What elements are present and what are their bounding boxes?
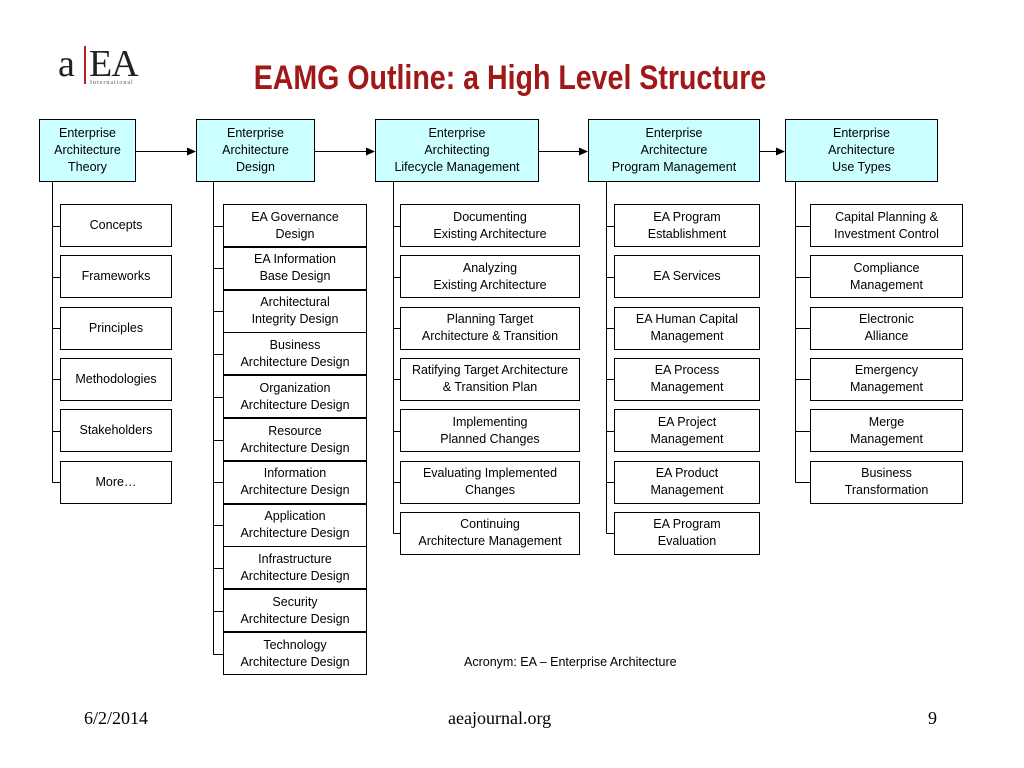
footer-site: aeajournal.org <box>448 708 552 728</box>
item-box: Ratifying Target Architecture & Transiti… <box>400 357 580 401</box>
footer-page-number: 9 <box>928 708 937 728</box>
acronym-note: Acronym: EA – Enterprise Architecture <box>464 655 677 669</box>
column-header: Enterprise Architecting Lifecycle Manage… <box>375 119 539 182</box>
item-box: Documenting Existing Architecture <box>400 204 580 247</box>
item-box: Emergency Management <box>810 357 963 401</box>
item-box: Capital Planning & Investment Control <box>810 204 963 247</box>
item-box: Information Architecture Design <box>223 460 367 504</box>
item-box: Stakeholders <box>60 409 172 453</box>
item-box: Planning Target Architecture & Transitio… <box>400 306 580 350</box>
item-box: Resource Architecture Design <box>223 418 367 461</box>
logo-mark: EA <box>89 43 139 85</box>
item-box: Infrastructure Architecture Design <box>223 546 367 590</box>
item-box: Analyzing Existing Architecture <box>400 255 580 299</box>
item-box: Evaluating Implemented Changes <box>400 460 580 504</box>
item-box: Application Architecture Design <box>223 503 367 547</box>
slide-title: EAMG Outline: a High Level Structure <box>253 59 767 97</box>
flow-arrow-head <box>187 147 196 156</box>
item-box: Implementing Planned Changes <box>400 409 580 453</box>
item-box: EA Governance Design <box>223 204 367 247</box>
item-box: Continuing Architecture Management <box>400 511 580 555</box>
item-box: Security Architecture Design <box>223 589 367 633</box>
item-box: Business Architecture Design <box>223 332 367 376</box>
item-box: Compliance Management <box>810 255 963 299</box>
item-box: More… <box>60 460 172 504</box>
item-box: EA Product Management <box>614 460 760 504</box>
item-box: Architectural Integrity Design <box>223 289 367 333</box>
item-box: Merge Management <box>810 409 963 453</box>
flow-arrow-head <box>366 147 375 156</box>
item-box: Methodologies <box>60 357 172 401</box>
item-box: Frameworks <box>60 255 172 299</box>
column-header: Enterprise Architecture Theory <box>39 119 136 182</box>
flow-arrow-head <box>776 147 785 156</box>
flow-arrow-head <box>579 147 588 156</box>
logo-letter: a <box>58 43 75 85</box>
item-box: EA Program Establishment <box>614 204 760 247</box>
logo-subtitle: International <box>90 80 134 86</box>
item-box: EA Human Capital Management <box>614 306 760 350</box>
column-header: Enterprise Architecture Design <box>196 119 315 182</box>
item-box: EA Services <box>614 255 760 299</box>
item-box: Organization Architecture Design <box>223 375 367 419</box>
item-box: EA Information Base Design <box>223 246 367 290</box>
item-box: Concepts <box>60 204 172 247</box>
footer-date: 6/2/2014 <box>84 708 149 728</box>
item-box: Electronic Alliance <box>810 306 963 350</box>
logo-divider <box>84 46 86 84</box>
item-box: Business Transformation <box>810 460 963 504</box>
item-box: EA Program Evaluation <box>614 511 760 555</box>
item-box: Principles <box>60 306 172 350</box>
item-box: EA Project Management <box>614 409 760 453</box>
item-box: Technology Architecture Design <box>223 632 367 675</box>
item-box: EA Process Management <box>614 357 760 401</box>
aea-logo: a EA International <box>58 40 158 90</box>
column-header: Enterprise Architecture Use Types <box>785 119 938 182</box>
column-header: Enterprise Architecture Program Manageme… <box>588 119 760 182</box>
